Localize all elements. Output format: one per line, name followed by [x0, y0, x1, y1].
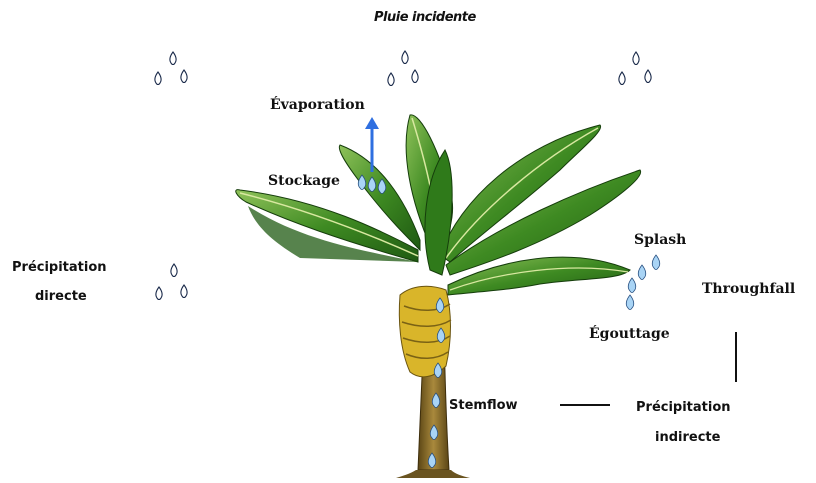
rain-drops-center: [388, 51, 418, 86]
label-evaporation: Évaporation: [270, 98, 365, 112]
rain-drops-left: [155, 52, 187, 85]
splash-drops: [626, 255, 659, 310]
label-splash: Splash: [634, 233, 686, 247]
label-egouttage: Égouttage: [589, 327, 670, 341]
rain-drops-right: [619, 52, 651, 85]
title-pluie-incidente: Pluie incidente: [374, 11, 476, 24]
label-stemflow: Stemflow: [449, 399, 518, 412]
label-stockage: Stockage: [268, 174, 340, 188]
label-precipitation-indirecte-line2: indirecte: [655, 431, 720, 444]
label-precipitation-directe-line1: Précipitation: [12, 261, 107, 274]
label-precipitation-directe-line2: directe: [35, 290, 87, 303]
label-precipitation-indirecte-line1: Précipitation: [636, 401, 731, 414]
rain-drops-direct: [156, 264, 187, 300]
label-throughfall: Throughfall: [702, 282, 795, 296]
